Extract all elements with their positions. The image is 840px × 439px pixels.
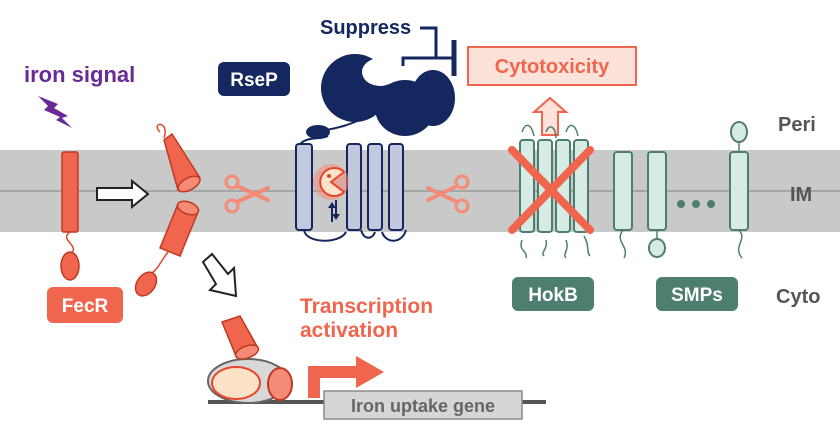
- fecr-protein-intact: [60, 151, 80, 281]
- rsep-up-down-arrows: [328, 200, 340, 222]
- fecr-cleaved-cyto-fragment: [134, 200, 200, 297]
- transcription-label-line1: Transcription: [300, 295, 433, 318]
- fecr-label: FecR: [62, 296, 109, 317]
- im-label: IM: [790, 184, 812, 206]
- cytotoxicity-box: Cytotoxicity: [467, 46, 637, 86]
- hokb-label: HokB: [528, 285, 578, 306]
- cyto-label: Cyto: [776, 286, 820, 308]
- pacman-protease-icon: [313, 164, 349, 200]
- transcription-label-line2: activation: [300, 319, 398, 342]
- scissors-icon: [224, 174, 270, 214]
- suppress-label: Suppress: [320, 17, 411, 39]
- transcription-arrow: [308, 356, 384, 398]
- smp-proteins: [613, 121, 749, 259]
- peri-label: Peri: [778, 114, 816, 136]
- lightning-bolt-icon: [38, 96, 72, 128]
- fecr-cleaved-peri-fragment: [156, 123, 202, 193]
- scissors-icon: [426, 174, 470, 214]
- rsep-label-box: RseP: [218, 62, 290, 96]
- hokb-bundle: [519, 96, 591, 259]
- cytotoxicity-label: Cytotoxicity: [495, 56, 610, 78]
- rsep-pdz-domains: [299, 54, 455, 145]
- hokb-label-box: HokB: [512, 277, 594, 311]
- rna-polymerase-complex: [207, 315, 293, 404]
- rsep-label: RseP: [230, 70, 278, 91]
- suppress-inhibition-line: [401, 26, 457, 76]
- smps-label: SMPs: [671, 285, 723, 306]
- iron-uptake-gene-box: Iron uptake gene: [323, 390, 523, 420]
- fecr-label-box: FecR: [47, 287, 123, 323]
- iron-uptake-gene-label: Iron uptake gene: [351, 396, 495, 416]
- rsep-transmembrane-helices: [295, 143, 407, 242]
- smps-label-box: SMPs: [656, 277, 738, 311]
- transition-arrow-down-right: [201, 252, 238, 298]
- transition-arrow-right: [96, 178, 150, 210]
- cross-mark-icon: [508, 146, 594, 234]
- iron-signal-label: iron signal: [24, 62, 135, 87]
